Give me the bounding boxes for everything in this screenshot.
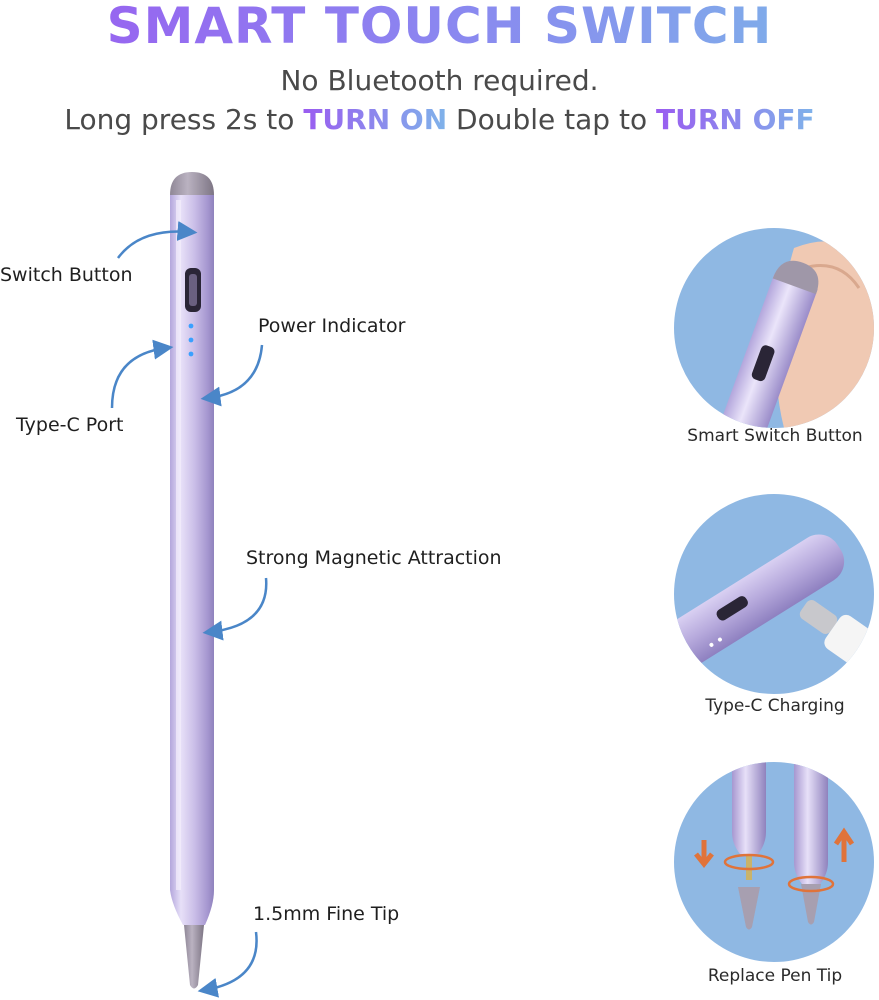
led-dot	[188, 351, 194, 357]
instruction-line: Long press 2s to TURN ON Double tap to T…	[0, 102, 879, 138]
feature-circle-charging	[674, 494, 874, 694]
instruction-text-2: Double tap to	[447, 103, 656, 136]
tip-arrow	[197, 931, 258, 998]
magnet-arrow	[202, 577, 268, 641]
instruction-text-1: Long press 2s to	[64, 103, 304, 136]
pen-tip-swap-icon	[694, 762, 855, 930]
callout-fine-tip: 1.5mm Fine Tip	[253, 903, 400, 925]
turn-on-label: TURN ON	[303, 103, 448, 136]
callout-power-indicator: Power Indicator	[258, 315, 406, 337]
feature-circle-tip	[674, 762, 874, 962]
turn-off-label: TURN OFF	[655, 103, 815, 136]
subtitle: No Bluetooth required.	[280, 64, 599, 97]
port-arrow	[110, 339, 174, 409]
callout-type-c-port: Type-C Port	[16, 414, 124, 436]
callout-switch-button: Switch Button	[0, 264, 133, 286]
feature-circle-switch	[674, 228, 874, 428]
caption-smart-switch: Smart Switch Button	[687, 426, 863, 446]
indicator-arrow	[200, 344, 264, 407]
callout-magnetic: Strong Magnetic Attraction	[246, 547, 502, 569]
usb-c-plug-icon	[674, 534, 874, 682]
led-dot	[188, 337, 194, 343]
pen-tip	[184, 925, 204, 989]
pen-cap	[170, 172, 214, 195]
pen-body	[170, 195, 214, 925]
switch-arrow	[116, 221, 198, 259]
led-dot	[188, 323, 194, 329]
caption-replace-tip: Replace Pen Tip	[707, 966, 843, 986]
finger-on-cap-icon	[709, 241, 874, 428]
caption-type-c: Type-C Charging	[705, 696, 845, 716]
page-title: SMART TOUCH SWITCH	[0, 0, 879, 52]
